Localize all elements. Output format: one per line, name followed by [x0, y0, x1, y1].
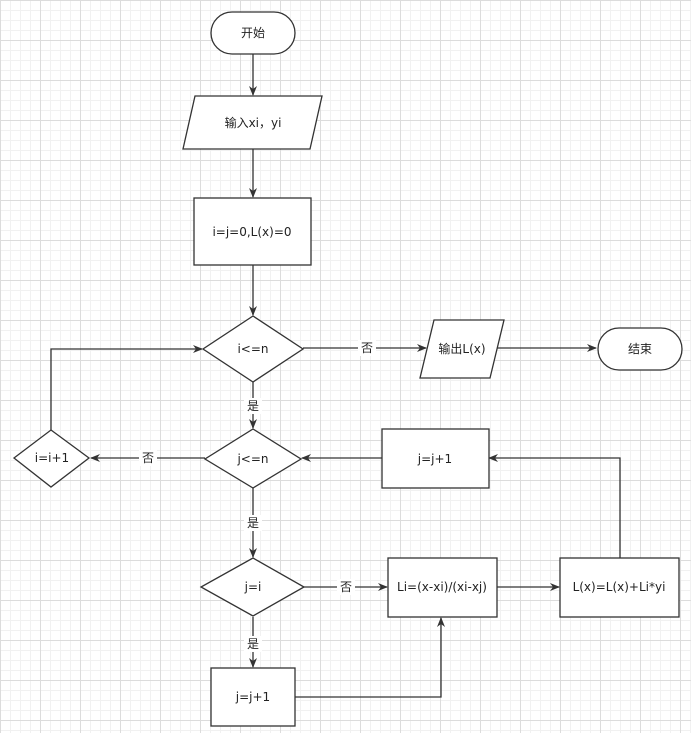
edge-label-cond-ji-yes: 是: [247, 637, 259, 651]
edge-accumulate-to-inc-j-top: [488, 454, 621, 558]
node-inc-j-bottom-label: j=j+1: [235, 690, 270, 704]
node-compute-li-label: Li=(x-xi)/(xi-xj): [397, 580, 487, 594]
edge-label-cond-j-yes: 是: [247, 516, 259, 530]
node-accumulate-label: L(x)=L(x)+Li*yi: [573, 580, 666, 594]
node-start: 开始: [210, 11, 296, 55]
node-inc-i: i=i+1: [12, 429, 91, 488]
node-init: i=j=0,L(x)=0: [193, 197, 312, 266]
node-cond-i-label: i<=n: [237, 342, 268, 356]
node-cond-j: j<=n: [203, 428, 303, 489]
node-output: 输出L(x): [419, 319, 505, 379]
edge-inc-j-bottom-to-compute-li: [295, 617, 445, 698]
edge-inc-i-to-cond-i: [50, 345, 203, 430]
node-cond-ji: j=i: [199, 557, 306, 617]
node-inc-j-top-label: j=j+1: [417, 452, 452, 466]
edge-label-cond-i-no: 否: [361, 341, 373, 355]
node-start-label: 开始: [241, 26, 265, 40]
node-end: 结束: [597, 327, 683, 371]
node-inc-j-top: j=j+1: [381, 428, 490, 489]
node-accumulate: L(x)=L(x)+Li*yi: [559, 557, 680, 618]
node-cond-j-label: j<=n: [236, 452, 268, 466]
edge-label-cond-j-no: 否: [142, 451, 154, 465]
node-compute-li: Li=(x-xi)/(xi-xj): [387, 557, 498, 618]
node-end-label: 结束: [628, 342, 652, 356]
node-input-label: 输入xi，yi: [225, 115, 282, 130]
edge-label-cond-i-yes: 是: [247, 399, 259, 413]
node-input: 输入xi，yi: [182, 95, 323, 150]
node-output-label: 输出L(x): [438, 341, 485, 356]
node-inc-i-label: i=i+1: [35, 451, 69, 465]
node-init-label: i=j=0,L(x)=0: [212, 225, 291, 239]
node-inc-j-bottom: j=j+1: [210, 667, 296, 727]
edge-label-cond-ji-no: 否: [340, 580, 352, 594]
node-cond-ji-label: j=i: [244, 580, 262, 594]
node-cond-i: i<=n: [201, 315, 305, 383]
